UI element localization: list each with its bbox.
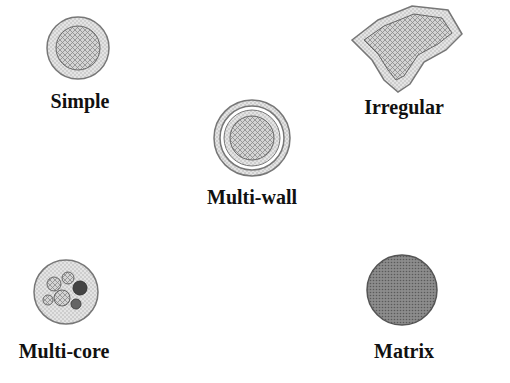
capsule-label: Irregular [364,96,444,118]
multi-core-capsule [34,260,98,324]
capsule-label: Simple [51,90,110,112]
multi-wall-capsule [214,100,290,176]
matrix-capsule [367,255,437,325]
capsule-label: Matrix [374,340,434,362]
simple-capsule [47,17,109,79]
capsule-label: Multi-core [19,340,110,362]
irregular-capsule [352,6,462,92]
capsule-label: Multi-wall [207,186,297,208]
